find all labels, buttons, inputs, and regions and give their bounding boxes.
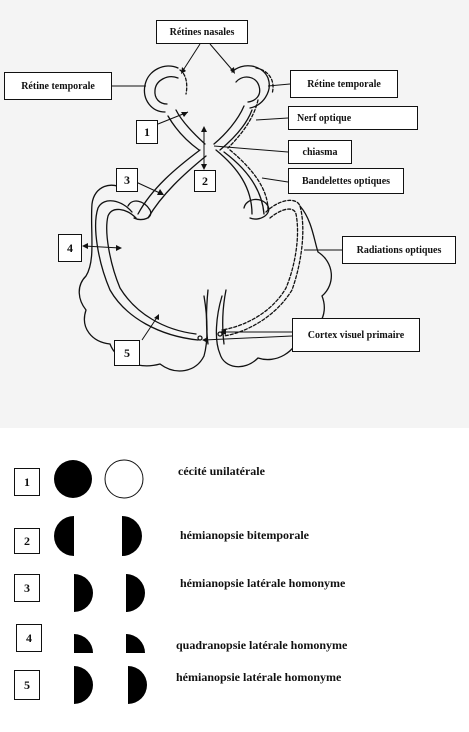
arrowhead-3 xyxy=(157,189,164,195)
pointer-cortex-2 xyxy=(203,335,293,341)
pointer-retines-nasales-left xyxy=(181,43,201,73)
arrowhead-5 xyxy=(154,314,159,320)
legend-text-2: hémianopsie bitemporale xyxy=(180,528,309,542)
right-optic-tract-inner xyxy=(223,151,265,215)
legend-number-2: 2 xyxy=(14,528,40,554)
label-retine-temporale-left: Rétine temporale xyxy=(4,72,112,100)
visual-pathway-diagram xyxy=(0,0,469,428)
pointer-retines-nasales-right xyxy=(209,43,235,73)
right-eye-inner xyxy=(235,76,261,103)
right-temporal-retina xyxy=(255,67,274,95)
legend-field-5 xyxy=(74,666,147,704)
field-left-right-half-loss xyxy=(74,574,93,612)
left-nasal-retina xyxy=(179,69,188,95)
arrow-3 xyxy=(135,181,163,195)
arrow-4 xyxy=(83,245,121,249)
left-optic-tract-outer xyxy=(137,149,201,215)
pointer-retine-temporale-right xyxy=(267,83,291,87)
legend-number-1: 1 xyxy=(14,468,40,496)
pointer-nerf-optique xyxy=(255,117,289,121)
left-radiation-outer xyxy=(95,200,199,341)
legend-text-1: cécité unilatérale xyxy=(178,464,265,478)
marker-5: 5 xyxy=(114,340,140,366)
legend-text-3: hémianopsie latérale homonyme xyxy=(180,576,346,590)
label-bandelettes-optiques: Bandelettes optiques xyxy=(288,168,404,194)
field-left-temporal-loss xyxy=(54,516,74,556)
right-eye-outline xyxy=(231,65,270,109)
left-cortex-dot xyxy=(197,335,203,341)
left-optic-nerve xyxy=(175,109,206,145)
right-radiation-dashed-1 xyxy=(223,199,304,337)
legend-field-3 xyxy=(74,574,145,612)
right-nerve-dashed xyxy=(227,99,259,149)
legend-text-4: quadranopsie latérale homonyme xyxy=(176,638,348,652)
midline-fissure-right xyxy=(222,289,227,345)
label-retine-temporale-right: Rétine temporale xyxy=(290,70,398,98)
field-right-right-half-loss xyxy=(126,574,145,612)
label-nerf-optique: Nerf optique xyxy=(288,106,418,130)
left-eye-outline xyxy=(143,65,179,113)
field-right-quadrant-loss xyxy=(126,634,145,653)
legend-number-3: 3 xyxy=(14,574,40,602)
field-left-right-hemianopsia xyxy=(74,666,93,704)
legend-number-4: 4 xyxy=(16,624,42,652)
marker-3: 3 xyxy=(116,168,138,192)
left-eye-inner xyxy=(154,76,179,105)
arrowhead-retines-left xyxy=(181,67,186,74)
legend-number-5: 5 xyxy=(14,670,40,700)
diagram-background xyxy=(0,0,469,428)
right-optic-tract-outer xyxy=(215,149,253,215)
arrowhead-cortex-1 xyxy=(220,329,226,335)
pointer-chiasma xyxy=(213,145,289,153)
arrowhead-2a xyxy=(201,126,207,132)
legend-field-2 xyxy=(54,516,142,556)
marker-4: 4 xyxy=(58,234,82,262)
right-optic-nerve-inner xyxy=(219,109,253,151)
label-cortex-visuel-primaire: Cortex visuel primaire xyxy=(292,318,420,352)
field-right-right-hemianopsia xyxy=(128,666,147,704)
arrowhead-1 xyxy=(181,112,188,117)
legend-field-4 xyxy=(74,634,145,653)
pointer-bandelettes xyxy=(261,177,289,183)
arrowhead-retines-right xyxy=(230,67,235,74)
marker-2: 2 xyxy=(194,170,216,192)
arrowhead-2b xyxy=(201,164,207,170)
left-lgn xyxy=(127,200,152,221)
arrowhead-4b xyxy=(116,245,122,251)
label-radiations-optiques: Radiations optiques xyxy=(342,236,456,264)
arrow-5 xyxy=(141,315,159,341)
legend-field-1 xyxy=(54,459,144,499)
field-right-temporal-loss xyxy=(122,516,142,556)
arrowhead-cortex-2 xyxy=(202,337,208,343)
right-lgn xyxy=(243,198,270,220)
field-right-intact xyxy=(104,459,144,499)
left-radiation-inner xyxy=(106,208,197,335)
legend-text-5: hémianopsie latérale homonyme xyxy=(176,670,342,684)
marker-1: 1 xyxy=(136,120,158,144)
right-optic-nerve xyxy=(213,105,245,145)
field-left-blind xyxy=(54,460,92,498)
left-optic-tract-inner xyxy=(147,155,207,219)
field-left-quadrant-loss xyxy=(74,634,93,653)
brain-outline xyxy=(78,184,208,372)
arrowhead-4a xyxy=(82,243,88,249)
label-retines-nasales: Rétines nasales xyxy=(156,20,248,44)
right-radiation-dashed-2 xyxy=(221,208,299,331)
label-chiasma: chiasma xyxy=(288,140,352,164)
